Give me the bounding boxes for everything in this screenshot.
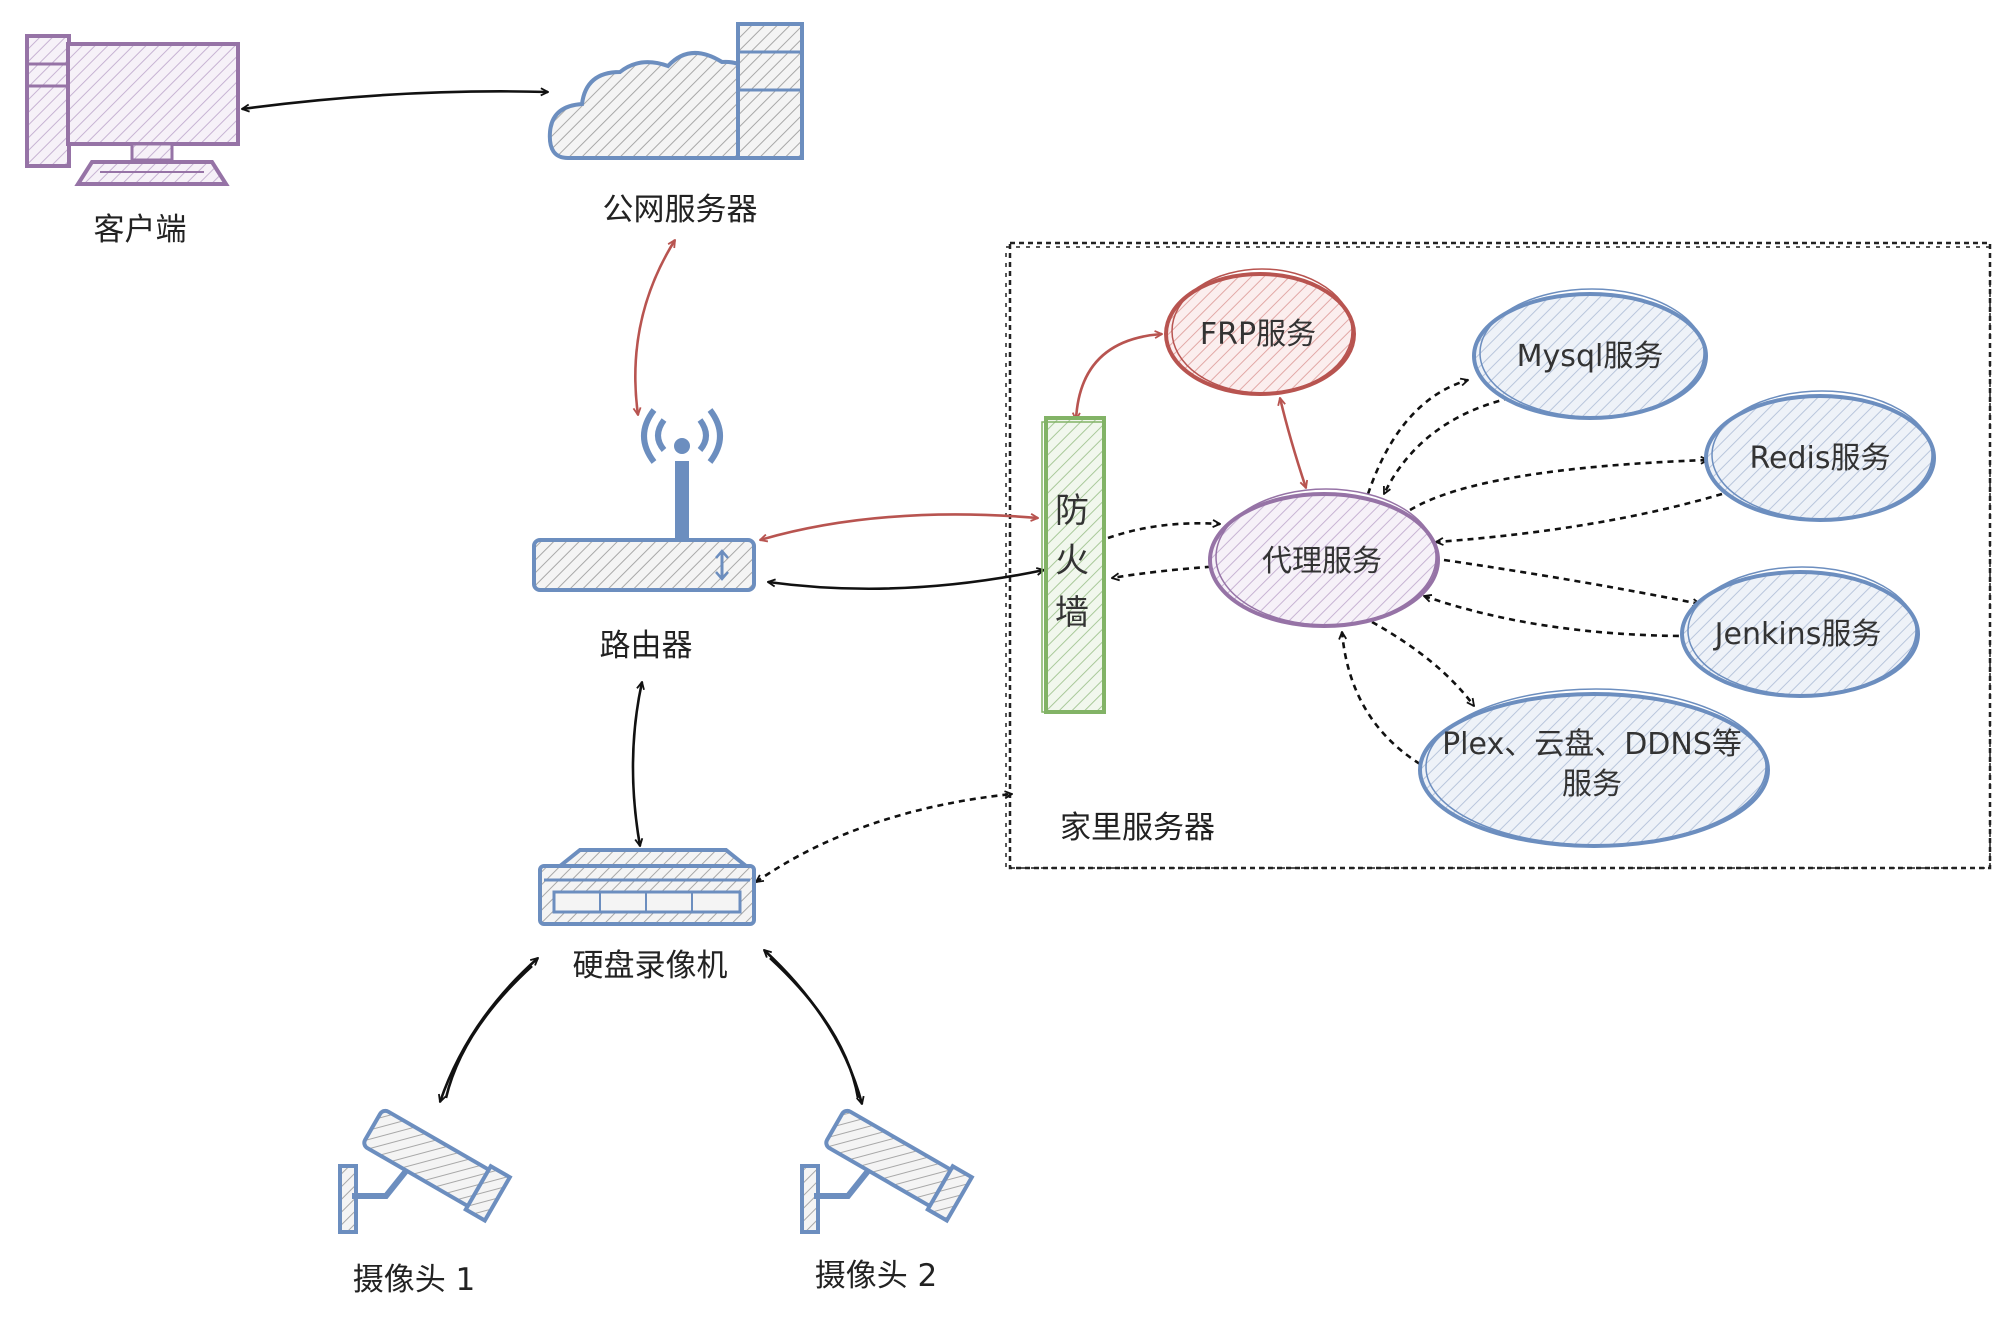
nvr-label: 硬盘录像机 (573, 948, 728, 984)
firewall-label-char-2: 火 (1055, 541, 1089, 581)
home-server-group-label: 家里服务器 (1060, 810, 1215, 846)
client-node[interactable]: 客户端 (25, 34, 240, 248)
service-jenkins-label: Jenkins服务 (1713, 617, 1882, 652)
service-plex-label-line2: 服务 (1562, 767, 1622, 802)
firewall-label-char-1: 防 (1055, 491, 1089, 531)
service-plex[interactable]: Plex、云盘、DDNS等 服务 (1418, 688, 1770, 848)
nvr-node[interactable]: 硬盘录像机 (538, 848, 756, 984)
service-mysql-label: Mysql服务 (1517, 339, 1664, 374)
edge-firewall-proxy-in (1112, 564, 1223, 578)
service-jenkins[interactable]: Jenkins服务 (1680, 566, 1920, 698)
service-redis-label: Redis服务 (1750, 441, 1891, 476)
service-frp-label: FRP服务 (1200, 317, 1316, 352)
service-plex-label-line1: Plex、云盘、DDNS等 (1442, 727, 1742, 762)
security-camera-icon (800, 1108, 975, 1234)
service-redis[interactable]: Redis服务 (1704, 390, 1936, 522)
camera2-label: 摄像头 2 (815, 1258, 938, 1294)
edge-plex-proxy-in (1342, 632, 1421, 766)
edge-proxy-jenkins-out (1443, 558, 1700, 604)
router-node[interactable]: 路由器 (532, 408, 756, 664)
client-label: 客户端 (94, 212, 187, 248)
router-label: 路由器 (600, 628, 693, 664)
edge-router-firewall-red (760, 514, 1038, 540)
edge-client-public-server (242, 91, 548, 109)
service-mysql[interactable]: Mysql服务 (1472, 288, 1708, 420)
edge-router-firewall-black (768, 570, 1044, 591)
edge-proxy-redis-out (1409, 460, 1708, 512)
edge-router-nvr (631, 682, 642, 846)
network-video-recorder-icon (538, 848, 756, 926)
edge-nvr-camera2 (764, 950, 862, 1104)
camera1-node[interactable]: 摄像头 1 (338, 1105, 513, 1298)
service-proxy[interactable]: 代理服务 (1208, 488, 1440, 628)
edge-nvr-home-server (756, 794, 1012, 882)
edge-public-server-router (635, 240, 677, 415)
firewall-node[interactable]: 防 火 墙 (1041, 416, 1106, 714)
firewall-label-char-3: 墙 (1055, 593, 1089, 633)
desktop-computer-icon (25, 34, 240, 186)
wireless-router-icon (532, 408, 756, 592)
edge-proxy-mysql-out (1366, 380, 1468, 495)
edge-jenkins-proxy-in (1424, 596, 1691, 638)
home-server-group[interactable]: 家里服务器 (1005, 241, 1992, 870)
edge-firewall-proxy-out (1107, 523, 1220, 540)
camera1-label: 摄像头 1 (353, 1262, 476, 1298)
service-frp[interactable]: FRP服务 (1164, 268, 1356, 396)
edge-mysql-proxy-in (1382, 396, 1511, 494)
edge-proxy-plex-out (1371, 620, 1474, 706)
public-server-label: 公网服务器 (603, 192, 758, 228)
edge-nvr-camera1 (440, 958, 538, 1102)
edge-redis-proxy-in (1436, 492, 1723, 542)
edges (242, 91, 1723, 1104)
edge-firewall-frp (1076, 334, 1162, 420)
service-proxy-label: 代理服务 (1262, 544, 1382, 579)
public-server-node[interactable]: 公网服务器 (547, 22, 804, 228)
security-camera-icon (338, 1108, 513, 1234)
edge-frp-proxy (1280, 398, 1306, 488)
cloud-server-icon (547, 22, 804, 160)
camera2-node[interactable]: 摄像头 2 (800, 1105, 975, 1294)
